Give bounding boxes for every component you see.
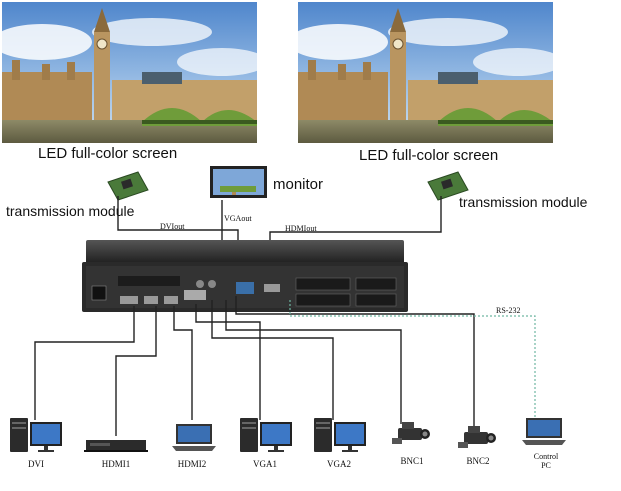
source-bnc2-camera-icon	[458, 426, 496, 448]
source-label-vga2: VGA2	[327, 459, 351, 469]
led-screen-left-label: LED full-color screen	[38, 145, 178, 162]
source-vga1-pc-icon	[240, 418, 292, 452]
dvi-out-label: DVIout	[160, 222, 185, 231]
monitor-icon	[210, 166, 267, 198]
source-label-hdmi2: HDMI2	[177, 459, 207, 469]
vga-out-label: VGAout	[224, 214, 252, 223]
source-label-vga1: VGA1	[253, 459, 277, 469]
transmission-left-label: transmission module	[6, 203, 135, 219]
source-label-dvi: DVI	[28, 459, 44, 469]
video-processor-device	[82, 240, 408, 312]
source-hdmi1-dvd-icon	[84, 440, 148, 452]
source-hdmi2-laptop-icon	[172, 424, 216, 451]
source-label-control-pc: Control PC	[528, 452, 564, 470]
led-screen-right-label: LED full-color screen	[359, 147, 499, 164]
led-screen-left	[0, 1, 268, 144]
source-label-control-pc-line2: PC	[541, 461, 551, 470]
input-cables	[34, 296, 475, 436]
source-control-pc-laptop-icon	[522, 418, 566, 445]
hdmi-out-label: HDMIout	[285, 224, 317, 233]
source-bnc1-camera-icon	[392, 422, 430, 444]
rs232-cable	[289, 300, 536, 418]
rs232-label: RS-232	[496, 306, 521, 315]
monitor-label: monitor	[273, 176, 324, 193]
source-dvi-pc-icon	[10, 418, 62, 452]
led-screen-right	[287, 1, 564, 144]
source-vga2-pc-icon	[314, 418, 366, 452]
transmission-right-label: transmission module	[459, 194, 588, 210]
source-label-bnc1: BNC1	[400, 456, 424, 466]
source-label-control-pc-line1: Control	[533, 452, 559, 461]
source-label-hdmi1: HDMI1	[101, 459, 131, 469]
source-label-bnc2: BNC2	[466, 456, 490, 466]
transmission-module-left-icon	[107, 171, 149, 201]
